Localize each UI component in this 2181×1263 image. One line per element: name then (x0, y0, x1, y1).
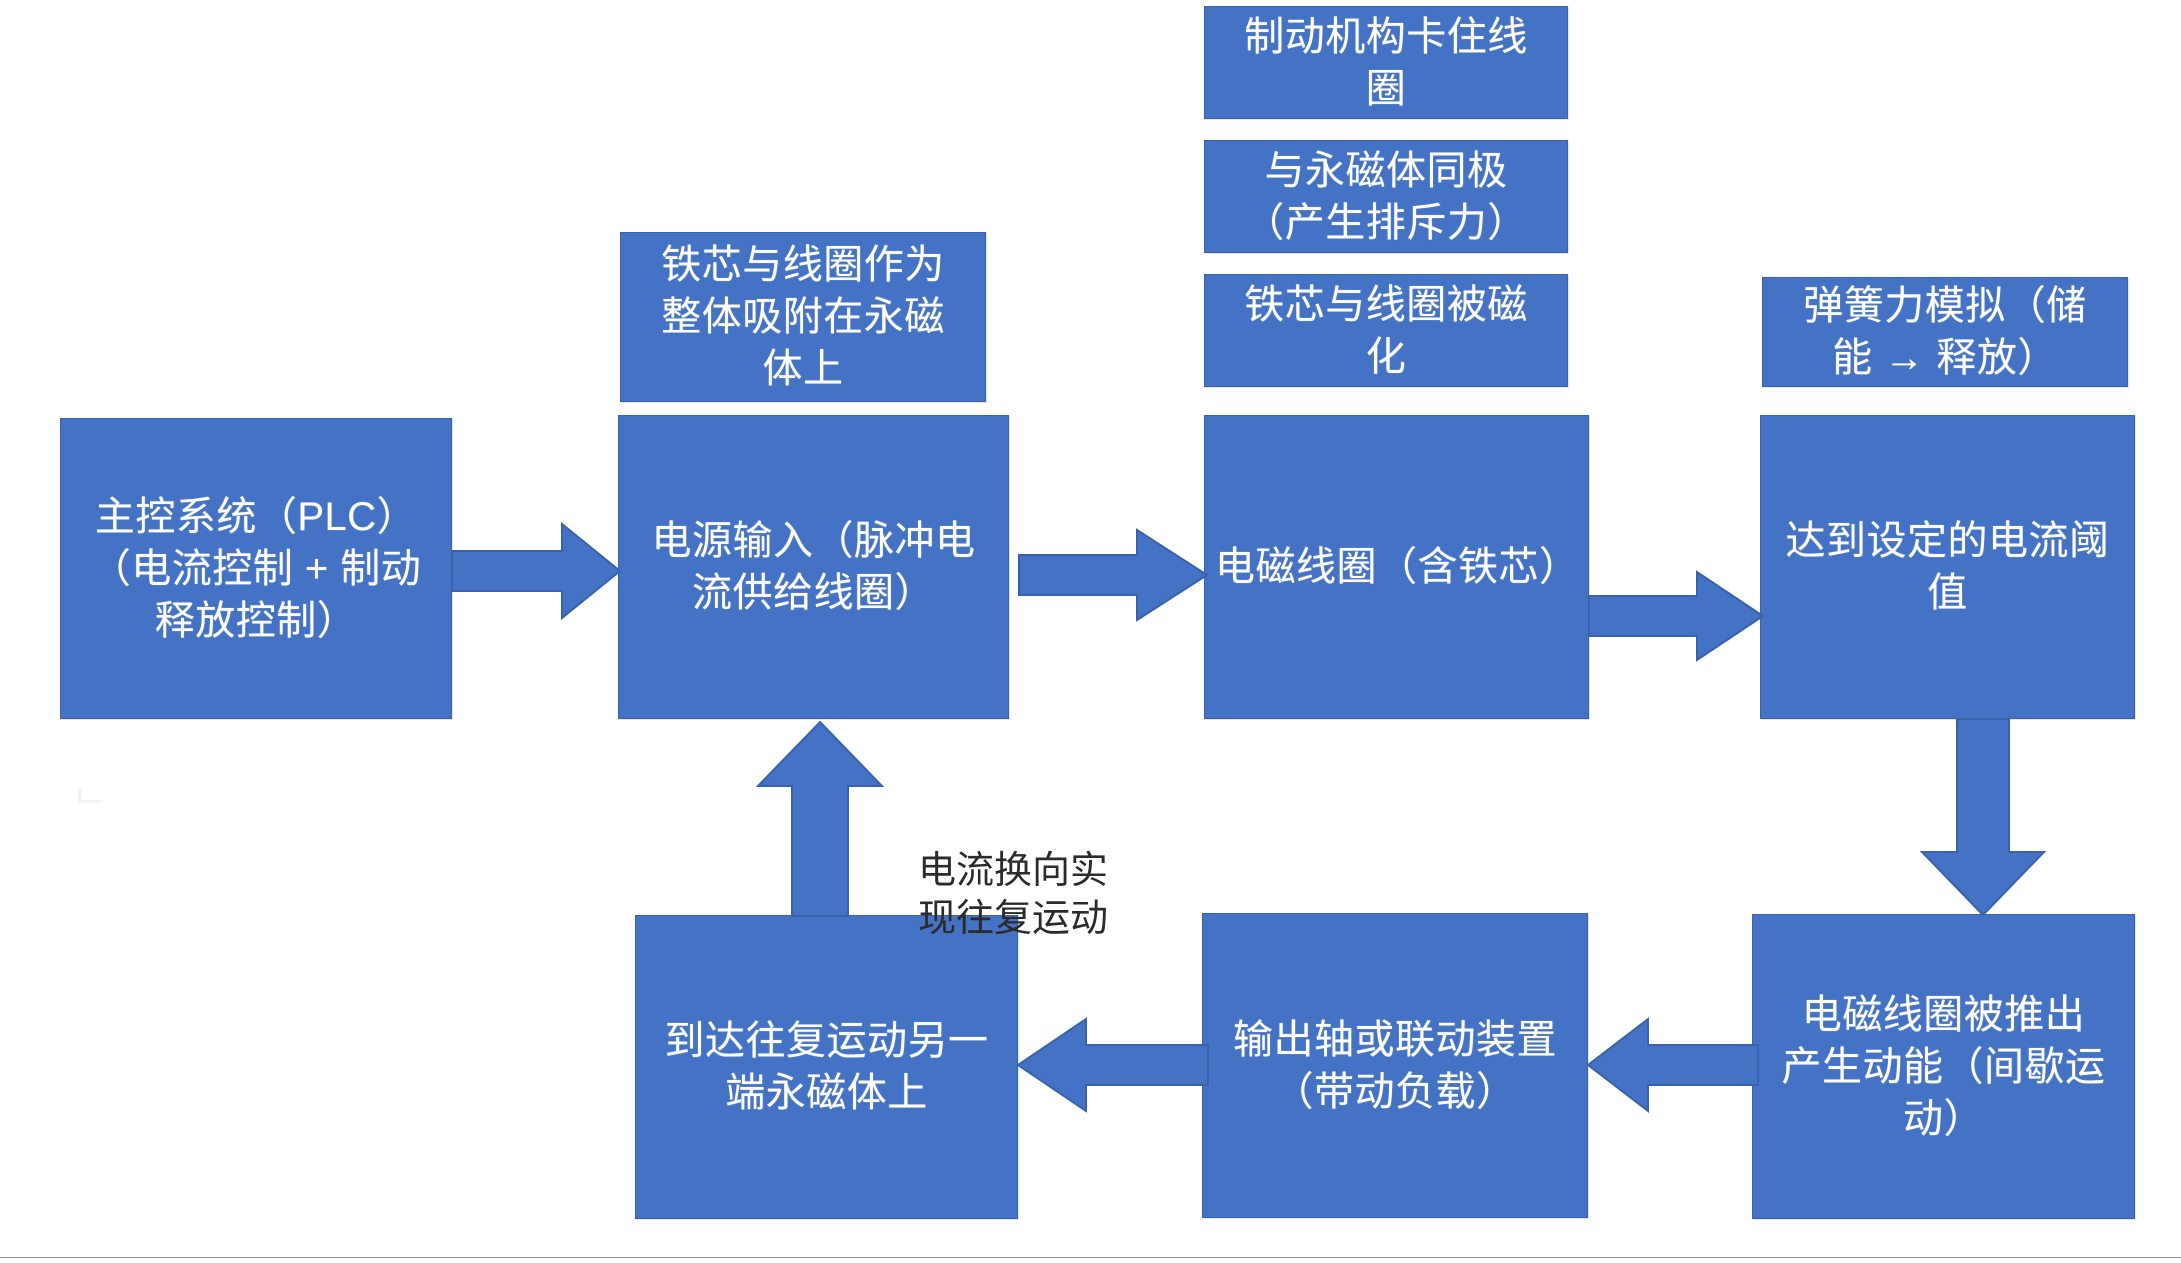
node-brake-mechanism-locks-coil[interactable]: 制动机构卡住线 圈 (1204, 6, 1568, 119)
node-label: 达到设定的电流阈 值 (1785, 519, 2110, 615)
node-electromagnetic-coil[interactable]: 电磁线圈（含铁芯） (1204, 415, 1589, 719)
node-power-input[interactable]: 电源输入（脉冲电 流供给线圈） (618, 415, 1009, 719)
node-label: 输出轴或联动装置 （带动负载） (1233, 1017, 1557, 1114)
node-label: 制动机构卡住线 圈 (1244, 14, 1528, 111)
node-label: 铁芯与线圈被磁 化 (1244, 282, 1528, 379)
node-same-pole-as-permanent-magnet[interactable]: 与永磁体同极 （产生排斥力） (1204, 140, 1568, 253)
node-current-threshold-reached[interactable]: 达到设定的电流阈 值 (1760, 415, 2135, 719)
edge-label-text: 电流换向实 现往复运动 (917, 849, 1108, 941)
node-label: 主控系统（PLC） （电流控制 + 制动 释放控制） (90, 494, 422, 643)
node-label: 电磁线圈被推出 产生动能（间歇运 动） (1781, 992, 2106, 1141)
node-label: 电源输入（脉冲电 流供给线圈） (651, 519, 976, 615)
node-spring-force-simulation[interactable]: 弹簧力模拟（储 能 → 释放） (1762, 277, 2128, 387)
node-coil-pushed-out-kinetic-energy[interactable]: 电磁线圈被推出 产生动能（间歇运 动） (1752, 914, 2135, 1219)
node-label: 弹簧力模拟（储 能 → 释放） (1803, 284, 2087, 380)
node-output-shaft-or-linkage[interactable]: 输出轴或联动装置 （带动负载） (1202, 913, 1588, 1218)
node-core-and-coil-magnetized[interactable]: 铁芯与线圈被磁 化 (1204, 274, 1568, 387)
arrow-plc-to-power-input (451, 521, 622, 621)
node-reach-other-end-permanent-magnet[interactable]: 到达往复运动另一 端永磁体上 (635, 915, 1018, 1219)
arrow-pushed-out-to-output-shaft (1586, 1016, 1759, 1114)
node-label: 到达往复运动另一 端永磁体上 (664, 1019, 989, 1115)
watermark-mark-left: ᄂ (72, 784, 109, 828)
arrow-coil-to-threshold (1588, 570, 1765, 662)
page-bottom-divider (0, 1257, 2181, 1258)
node-label: 与永磁体同极 （产生排斥力） (1244, 148, 1528, 245)
arrow-other-end-to-power-input (755, 720, 886, 918)
arrow-power-input-to-coil (1018, 528, 1209, 622)
node-main-control-system[interactable]: 主控系统（PLC） （电流控制 + 制动 释放控制） (60, 418, 452, 719)
node-label: 铁芯与线圈作为 整体吸附在永磁 体上 (661, 243, 945, 391)
arrow-output-shaft-to-other-end (1016, 1017, 1209, 1113)
label-current-reversal: 电流换向实 现往复运动 (868, 798, 1158, 944)
node-core-coil-attached-to-magnet[interactable]: 铁芯与线圈作为 整体吸附在永磁 体上 (620, 232, 986, 402)
arrow-threshold-to-pushed-out (1919, 718, 2047, 917)
node-label: 电磁线圈（含铁芯） (1215, 545, 1580, 589)
